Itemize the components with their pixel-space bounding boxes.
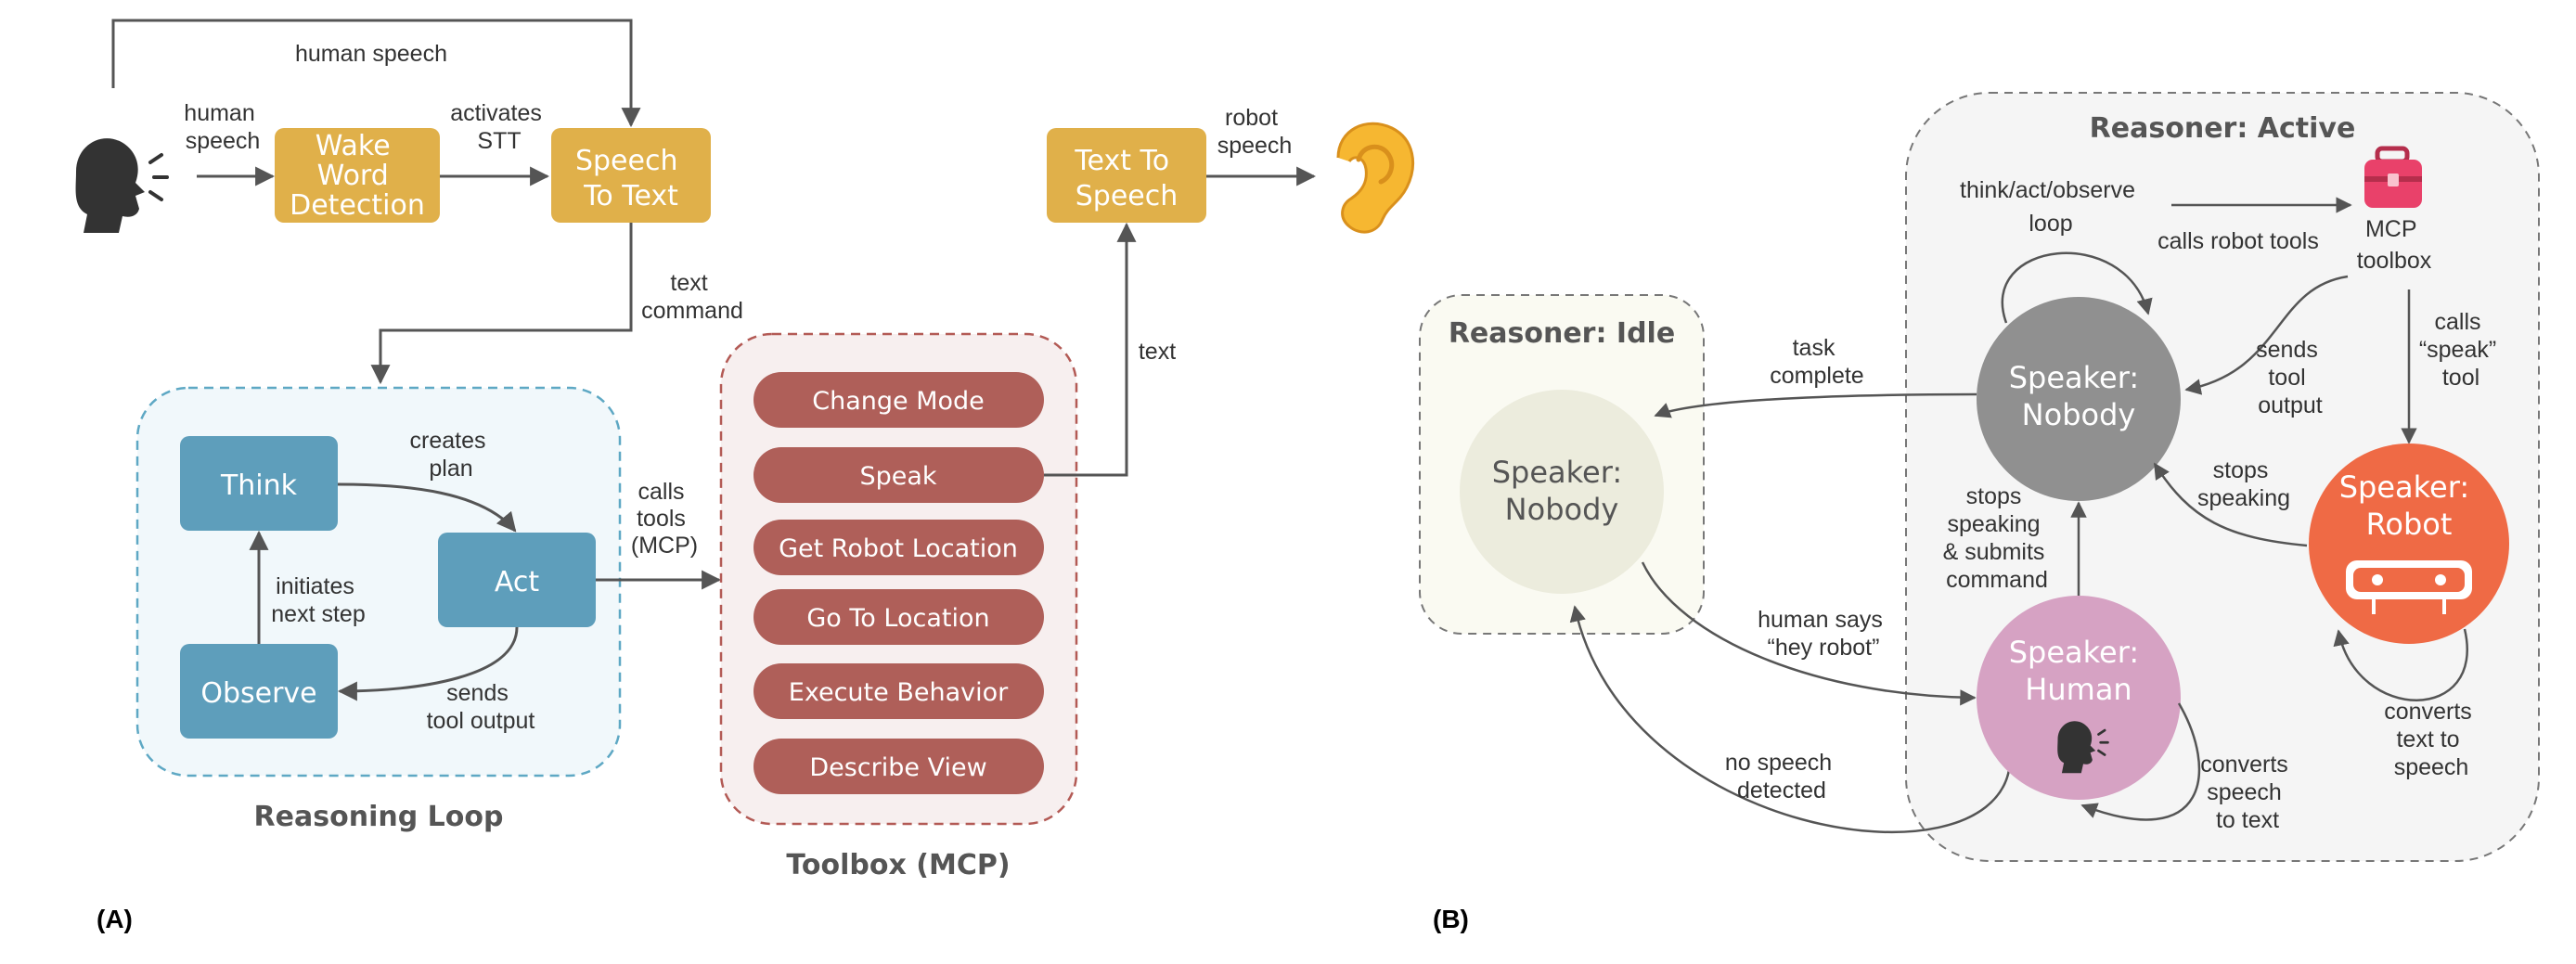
tool-speak-label: Speak (859, 462, 936, 491)
speaking-head-icon (75, 138, 169, 233)
edge-text (1044, 222, 1137, 477)
reasoning-loop-title: Reasoning Loop (254, 801, 504, 833)
speaker-robot-label-1: Speaker: (2339, 469, 2469, 505)
svg-text:Wake Word Detectio: Wake Word Detection (290, 130, 425, 222)
svg-text:Speaker: Nobody: Speaker: Nobody (1492, 455, 1632, 527)
edge-stops-speaking (2153, 462, 2308, 547)
wake-word-detection-box (275, 128, 440, 223)
edge-sends-tool-output-b (2184, 275, 2349, 395)
edge-label-creates-plan: creates plan (410, 428, 493, 482)
tool-change-mode (753, 372, 1044, 428)
text-to-speech-label-1: Text To (1074, 145, 1169, 177)
edge-label-text-command: text command (641, 270, 743, 324)
svg-text:Speaker: Nobody: Speaker: Nobody (2009, 360, 2149, 432)
speaker-human-label-2: Human (2025, 672, 2132, 707)
edge-label-human-speech: human speech (184, 100, 261, 154)
panel-a-label: (A) (97, 905, 133, 933)
act-box (438, 533, 596, 627)
edge-label-calls-speak-tool: calls “speak” tool (2419, 309, 2503, 391)
svg-text:Speech To Text: Speech To Text (575, 145, 687, 212)
svg-text:Text To Speech: Text To Speech (1074, 145, 1178, 212)
edge-self-loop-nobody (2001, 251, 2153, 324)
edge-converts-speech-to-text (2080, 702, 2201, 821)
panel-b: Reasoner: Active Reasoner: Idle think/ac… (1419, 92, 2540, 933)
edge-label-calls-tools: calls tools (MCP) (631, 479, 698, 559)
tool-go-to-location-label: Go To Location (806, 604, 989, 633)
edge-label-sends-tool-output-b: sends tool output (2256, 337, 2325, 418)
wake-word-label-3: Detection (290, 189, 425, 222)
wake-word-label-2: Word (317, 160, 389, 192)
reasoner-idle-title: Reasoner: Idle (1449, 317, 1675, 350)
edge-label-activates-stt: activates STT (450, 100, 548, 154)
observe-box (180, 644, 338, 739)
think-label: Think (220, 469, 298, 502)
observe-label: Observe (200, 677, 316, 710)
speech-to-text-label-2: To Text (583, 180, 678, 212)
wake-word-label-1: Wake (316, 130, 391, 162)
tool-speak (753, 447, 1044, 503)
mcp-toolbox-label: MCP toolbox (2357, 216, 2432, 274)
tool-execute-behavior (753, 663, 1044, 719)
edge-label-stops-speaking: stops speaking (2197, 457, 2290, 511)
edge-label-robot-speech: robot speech (1217, 105, 1293, 159)
tool-change-mode-label: Change Mode (812, 387, 985, 416)
edge-label-initiates-next-step: initiates next step (271, 573, 365, 627)
think-act-observe-label: think/act/observe loop (1960, 177, 2142, 237)
tool-go-to-location (753, 589, 1044, 645)
panel-a: human speech human speech Wake Word Dete… (75, 19, 1414, 933)
speech-to-text-label-1: Speech (575, 145, 678, 177)
svg-text:Speaker: Robot: Speaker: Robot (2339, 469, 2479, 542)
edge-label-converts-speech-to-text: converts speech to text (2200, 752, 2294, 833)
edge-label-calls-robot-tools: calls robot tools (2157, 228, 2319, 254)
speaker-nobody-idle-label-2: Nobody (1505, 492, 1619, 527)
speaker-human-node (1977, 596, 2181, 800)
tool-list: Change Mode Speak Get Robot Location Go … (753, 372, 1044, 794)
edge-label-text: text (1139, 339, 1176, 365)
text-to-speech-box (1047, 128, 1206, 223)
act-label: Act (495, 566, 539, 598)
speaker-nobody-active-node (1977, 297, 2181, 501)
edge-human-speech-top (111, 19, 641, 128)
svg-text:Speaker: Human: Speaker: Human (2009, 635, 2149, 707)
speaker-robot-label-2: Robot (2366, 507, 2453, 542)
edge-label-converts-text-to-speech: converts text to speech (2384, 699, 2478, 780)
speaker-nobody-idle-label-1: Speaker: (1492, 455, 1622, 490)
ear-icon (1336, 122, 1414, 234)
edge-sends-tool-output (337, 626, 519, 701)
speaker-nobody-idle-node (1460, 390, 1664, 594)
speaker-human-label-1: Speaker: (2009, 635, 2139, 670)
edge-converts-text-to-speech (2333, 628, 2468, 701)
toolbox-title: Toolbox (MCP) (786, 849, 1010, 881)
edge-label-sends-tool-output: sends tool output (427, 680, 535, 734)
edge-label-no-speech: no speech detected (1725, 750, 1838, 803)
speaking-head-small-icon (2057, 721, 2109, 774)
edge-task-complete (1654, 392, 1977, 418)
edge-human-says (1641, 561, 1977, 706)
reasoner-active-title: Reasoner: Active (2090, 112, 2356, 145)
edge-no-speech (1569, 605, 2011, 834)
edge-label-task-complete: task complete (1770, 335, 1863, 389)
edge-label-human-speech-top: human speech (295, 41, 447, 67)
speaker-nobody-active-label-2: Nobody (2022, 397, 2136, 432)
panel-b-label: (B) (1433, 905, 1469, 933)
edge-text-command (370, 223, 633, 385)
text-to-speech-label-2: Speech (1075, 180, 1179, 212)
tool-get-robot-location (753, 520, 1044, 575)
tool-execute-behavior-label: Execute Behavior (789, 678, 1009, 707)
speech-to-text-box (551, 128, 711, 223)
toolbox-icon (2364, 146, 2422, 208)
speaker-nobody-active-label-1: Speaker: (2009, 360, 2139, 395)
tool-get-robot-location-label: Get Robot Location (779, 534, 1018, 563)
tool-describe-view (753, 739, 1044, 794)
think-box (180, 436, 338, 531)
edge-label-stops-speaking-submits: stops speaking & submits command (1943, 483, 2052, 593)
tool-describe-view-label: Describe View (809, 753, 986, 782)
edge-label-human-says: human says “hey robot” (1758, 607, 1889, 661)
robot-face-icon (2346, 560, 2472, 614)
edge-creates-plan (337, 482, 517, 533)
